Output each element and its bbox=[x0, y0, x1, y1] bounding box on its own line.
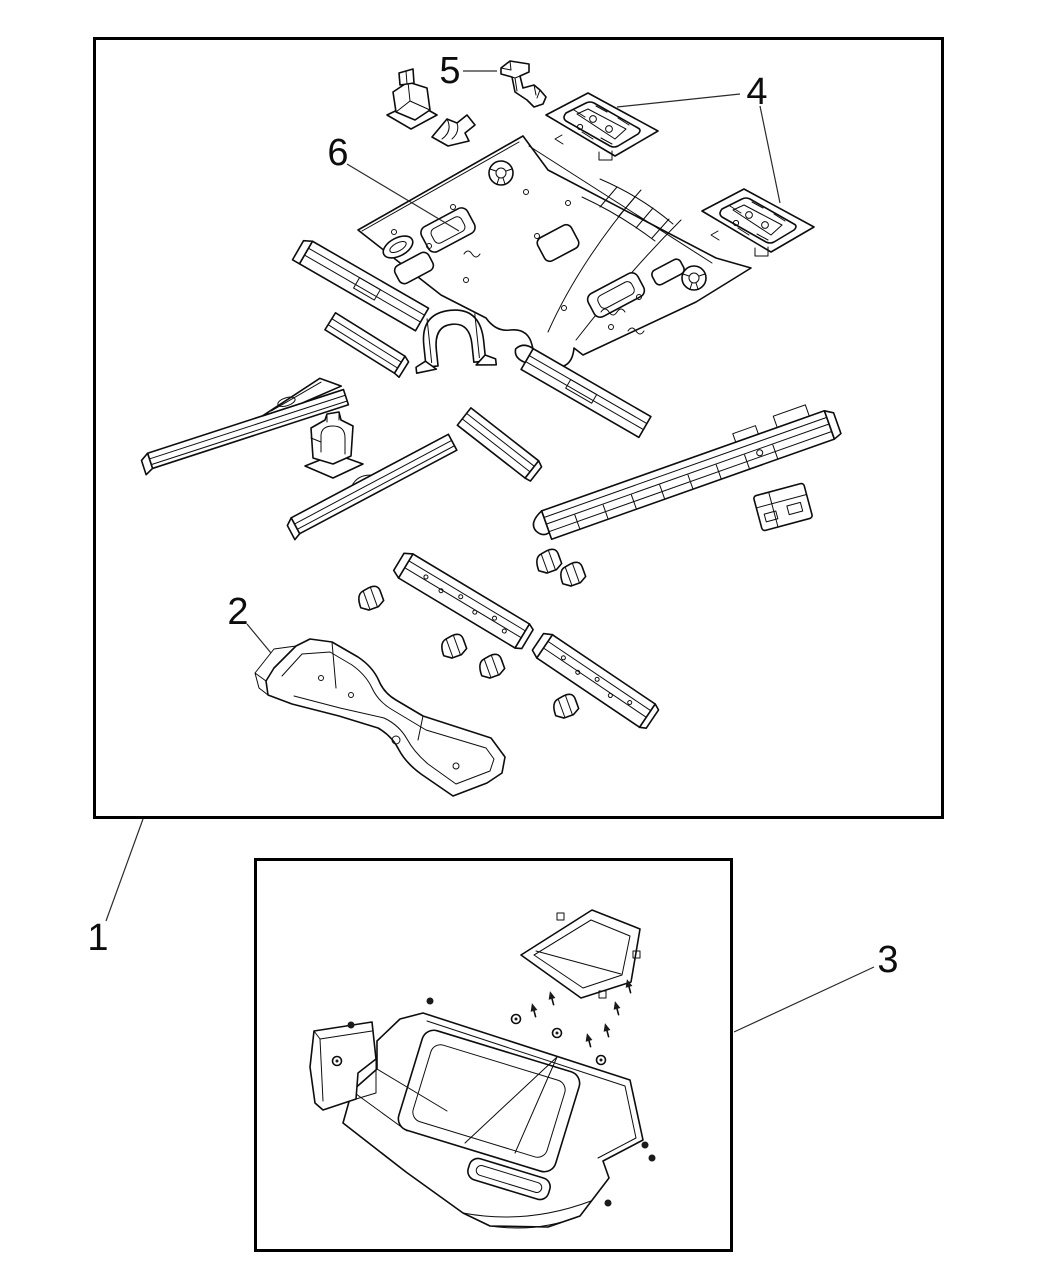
floor-pan-exploded-box bbox=[93, 37, 944, 819]
mid-rail-drawing bbox=[286, 433, 458, 541]
clip-drawings bbox=[358, 548, 587, 719]
rear-crossmember-drawing bbox=[291, 239, 430, 332]
callout-6: 6 bbox=[327, 132, 349, 174]
front-crossmember-2-drawing bbox=[254, 638, 506, 797]
floor-pan-center-drawing bbox=[357, 135, 752, 369]
mid-channel-drawing bbox=[456, 407, 543, 482]
front-rail-left-drawing bbox=[140, 377, 350, 476]
callout-1: 1 bbox=[87, 917, 109, 959]
floor-pan-art bbox=[140, 60, 842, 797]
wedge-bracket-drawing bbox=[431, 114, 476, 147]
callout-5: 5 bbox=[439, 50, 461, 92]
mounting-arrow-icons bbox=[530, 979, 633, 1048]
leader-1 bbox=[105, 818, 144, 922]
callout-3: 3 bbox=[877, 939, 899, 981]
leader-3 bbox=[733, 966, 875, 1033]
seat-riser-tub-drawing bbox=[545, 92, 659, 161]
skid-plate-drawing bbox=[309, 997, 656, 1229]
sill-bracket-drawing bbox=[753, 482, 813, 532]
short-channel-drawing bbox=[324, 311, 410, 379]
sill-rail-drawing bbox=[532, 404, 842, 541]
loose-fasteners bbox=[347, 997, 656, 1207]
pillar-bracket-drawing bbox=[386, 68, 438, 130]
bolt-bosses bbox=[331, 1013, 607, 1067]
tower-bracket-drawing bbox=[304, 411, 364, 479]
callout-4: 4 bbox=[746, 71, 768, 113]
callout-2: 2 bbox=[227, 591, 249, 633]
seat-crossmember-2-drawing bbox=[531, 632, 660, 729]
arch-bracket-drawing bbox=[415, 309, 498, 375]
access-cover-drawing bbox=[520, 909, 641, 999]
seat-crossmember-1-drawing bbox=[392, 552, 534, 650]
seat-riser-tub-right bbox=[701, 188, 815, 257]
support-bracket-5-drawing bbox=[500, 60, 547, 108]
belly-pan-box bbox=[254, 858, 733, 1252]
rear-rail-stub-drawing bbox=[514, 344, 652, 439]
belly-pan-art bbox=[309, 909, 656, 1229]
